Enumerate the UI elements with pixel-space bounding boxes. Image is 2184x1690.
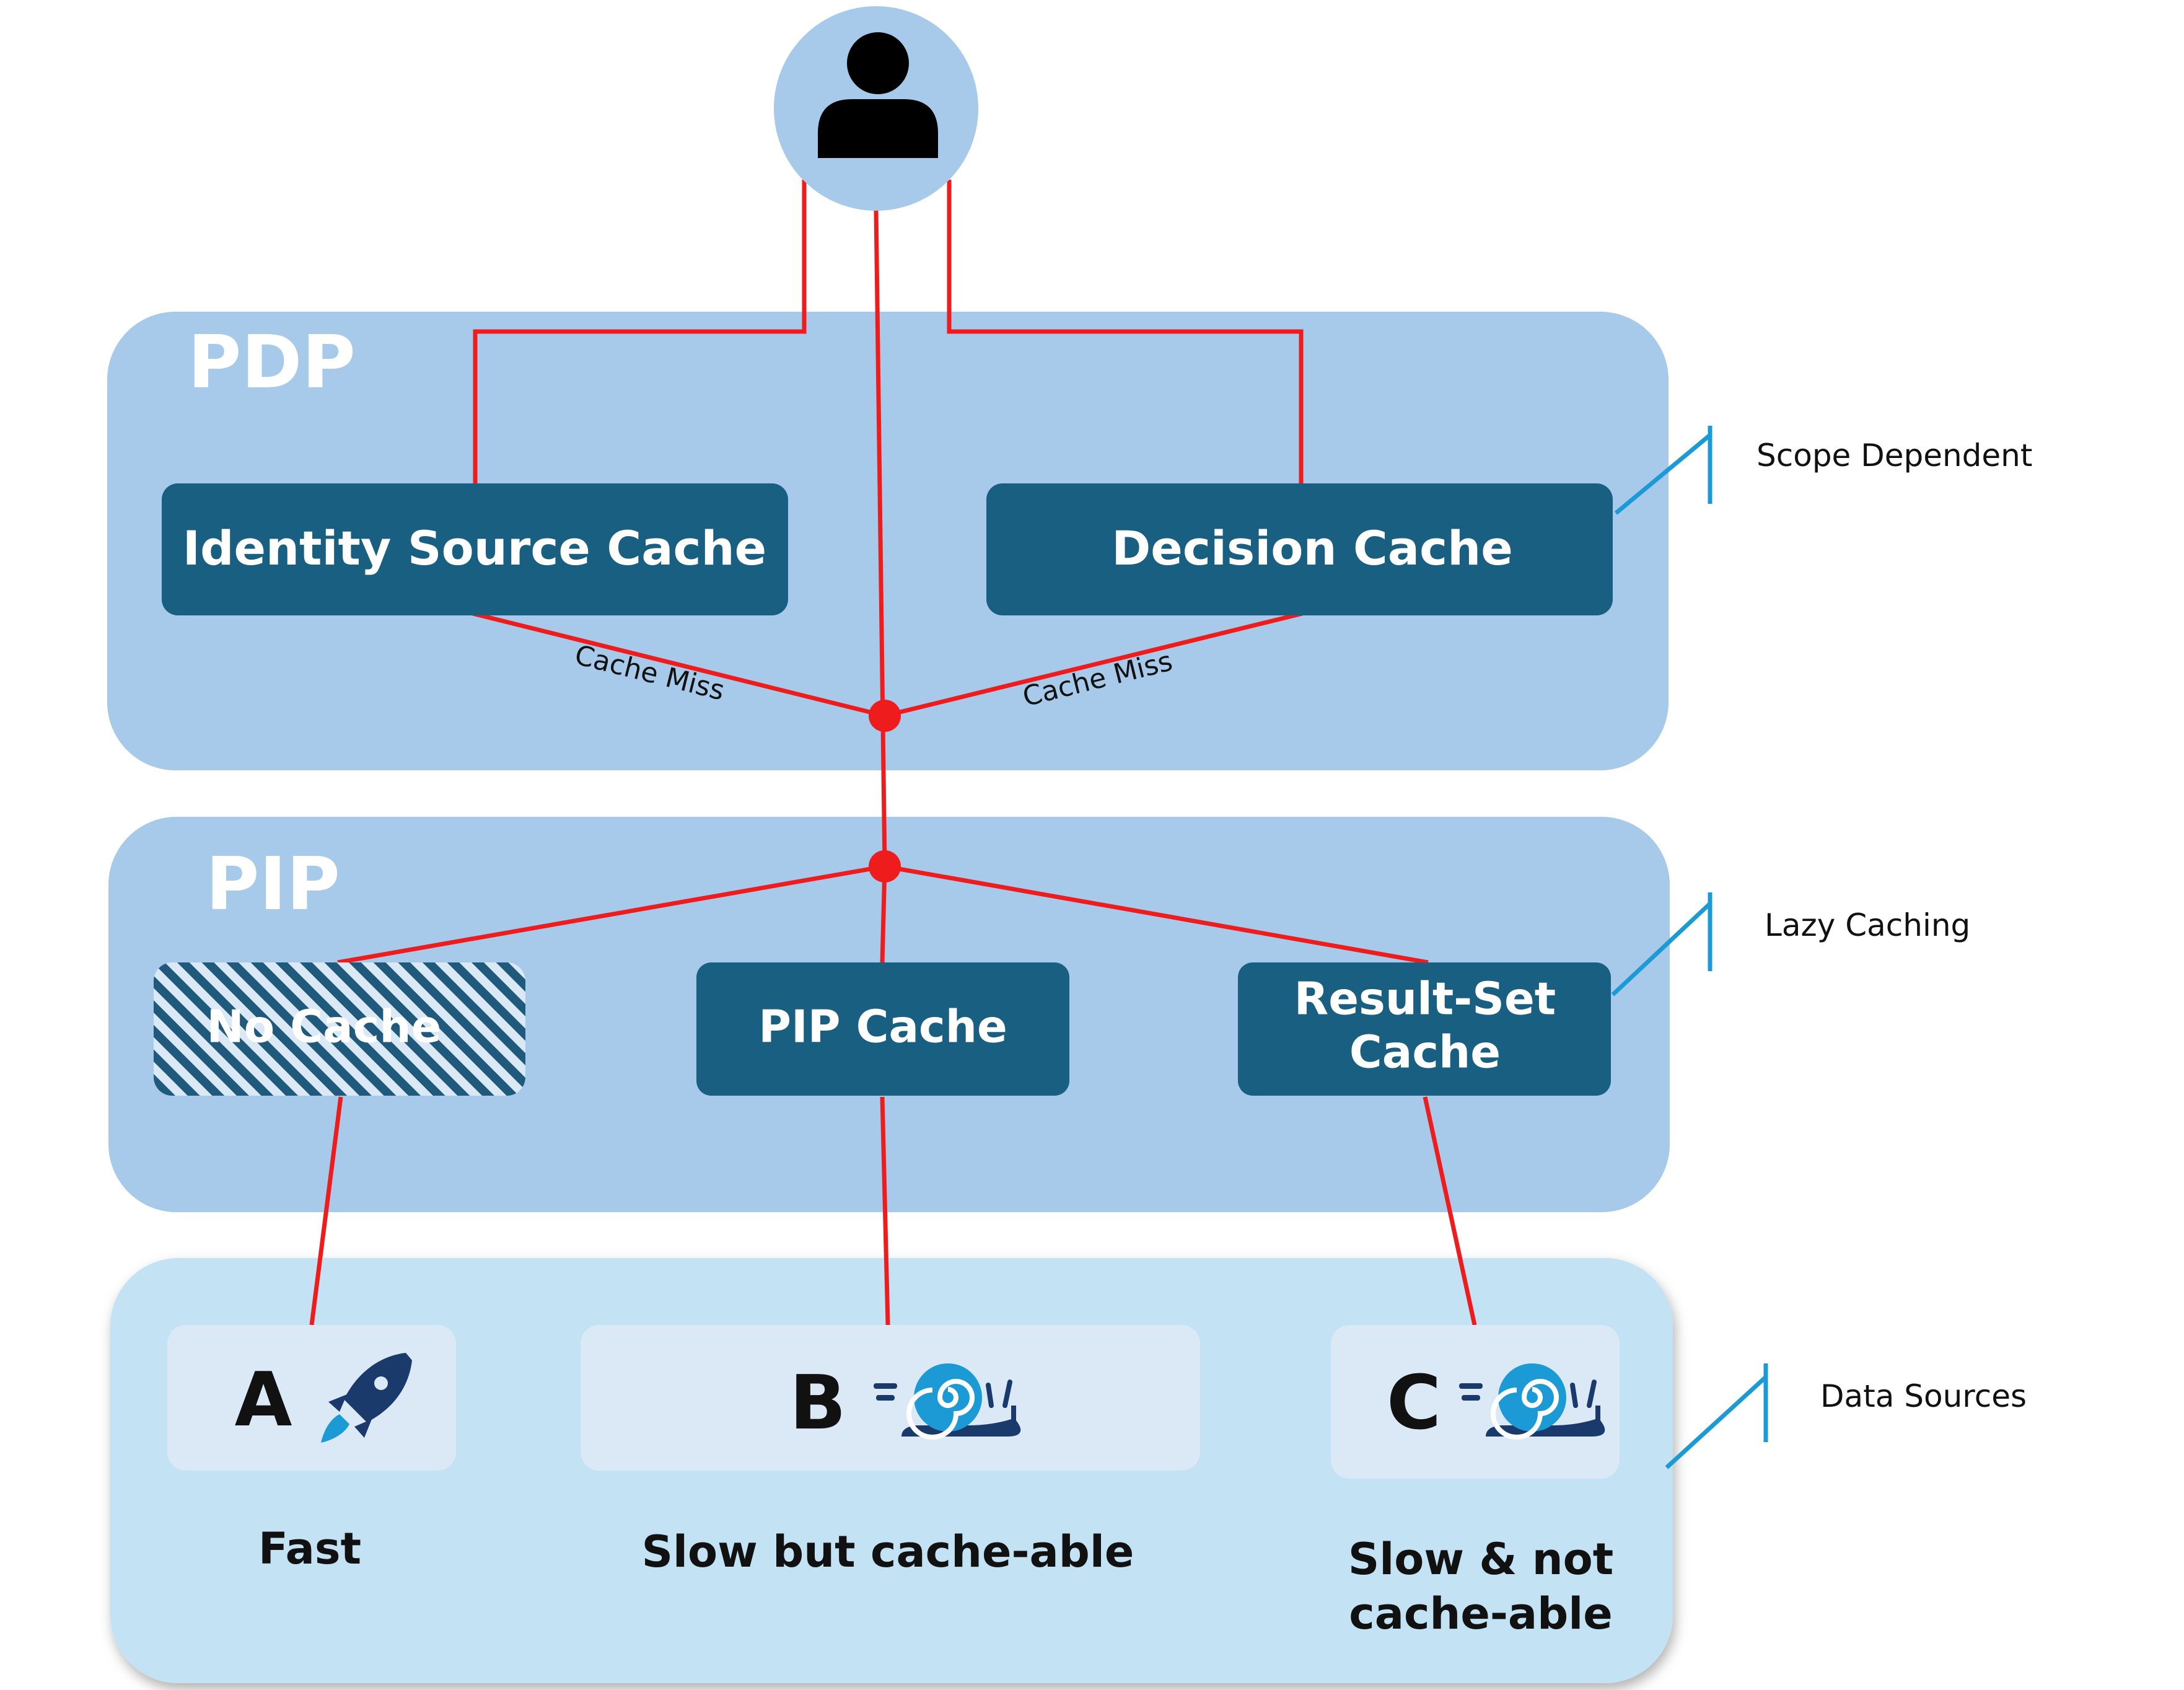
connector-user-to-pip [874,210,887,867]
user-node[interactable] [774,6,978,211]
data-source-a-letter: A [235,1357,292,1443]
lazy-caching-label: Lazy Caching [1765,907,1970,943]
result-set-cache-label-line2: Cache [1349,1026,1501,1078]
data-source-a-caption: Fast [258,1523,361,1574]
connector-pip-cache-to-b [880,1096,890,1326]
snail-icon [874,1363,1021,1440]
junction-pdp [869,700,901,732]
connector-result-set-cache-to-c [1423,1096,1477,1326]
data-source-b-letter: B [789,1360,846,1446]
pip-cache-box[interactable]: PIP Cache [696,962,1069,1096]
pip-panel-title: PIP [206,841,340,926]
connector-identity-cache-miss [472,611,885,718]
result-set-cache-label-line1: Result-Set [1294,973,1556,1025]
bracket-scope-dependent [1614,426,1713,515]
connector-user-to-decision-cache [947,180,1304,483]
identity-source-cache-box[interactable]: Identity Source Cache [162,483,788,615]
connector-no-cache-to-a [309,1096,343,1326]
snail-icon [1459,1363,1605,1440]
pdp-panel [107,312,1669,770]
pip-cache-label: PIP Cache [758,1001,1007,1053]
connector-user-to-identity-cache [473,180,807,483]
scope-dependent-label: Scope Dependent [1756,438,2032,473]
data-source-c[interactable]: C Slow & not cache-able [1331,1325,1620,1639]
result-set-cache-box[interactable]: Result-Set Cache [1238,962,1611,1096]
pdp-panel-title: PDP [188,319,356,405]
decision-cache-label: Decision Cache [1112,521,1513,576]
data-source-c-caption-line2: cache-able [1349,1588,1612,1639]
data-source-c-tile [1331,1325,1620,1479]
rocket-icon [321,1353,412,1443]
connector-decision-cache-miss [884,611,1303,718]
connector-lines [309,180,1477,1326]
data-sources-label: Data Sources [1820,1378,2027,1414]
junction-pip [869,850,901,882]
no-cache-label: No Cache [207,1001,442,1053]
data-source-b-caption: Slow but cache-able [642,1526,1134,1577]
data-source-b[interactable]: B Slow but cache-able [581,1325,1200,1577]
identity-source-cache-label: Identity Source Cache [183,521,766,576]
connector-pip-to-result-set-cache [884,864,1429,965]
data-source-c-caption-line1: Slow & not [1348,1534,1613,1585]
data-source-c-letter: C [1387,1360,1441,1446]
decision-cache-box[interactable]: Decision Cache [986,483,1613,615]
connector-pip-to-no-cache [337,864,885,965]
data-source-a-tile [167,1325,456,1471]
bracket-data-sources [1665,1363,1768,1469]
data-source-a[interactable]: A Fast [167,1325,456,1574]
user-icon [818,32,938,158]
bracket-lazy-caching [1611,892,1713,997]
no-cache-box[interactable]: No Cache [154,962,525,1096]
